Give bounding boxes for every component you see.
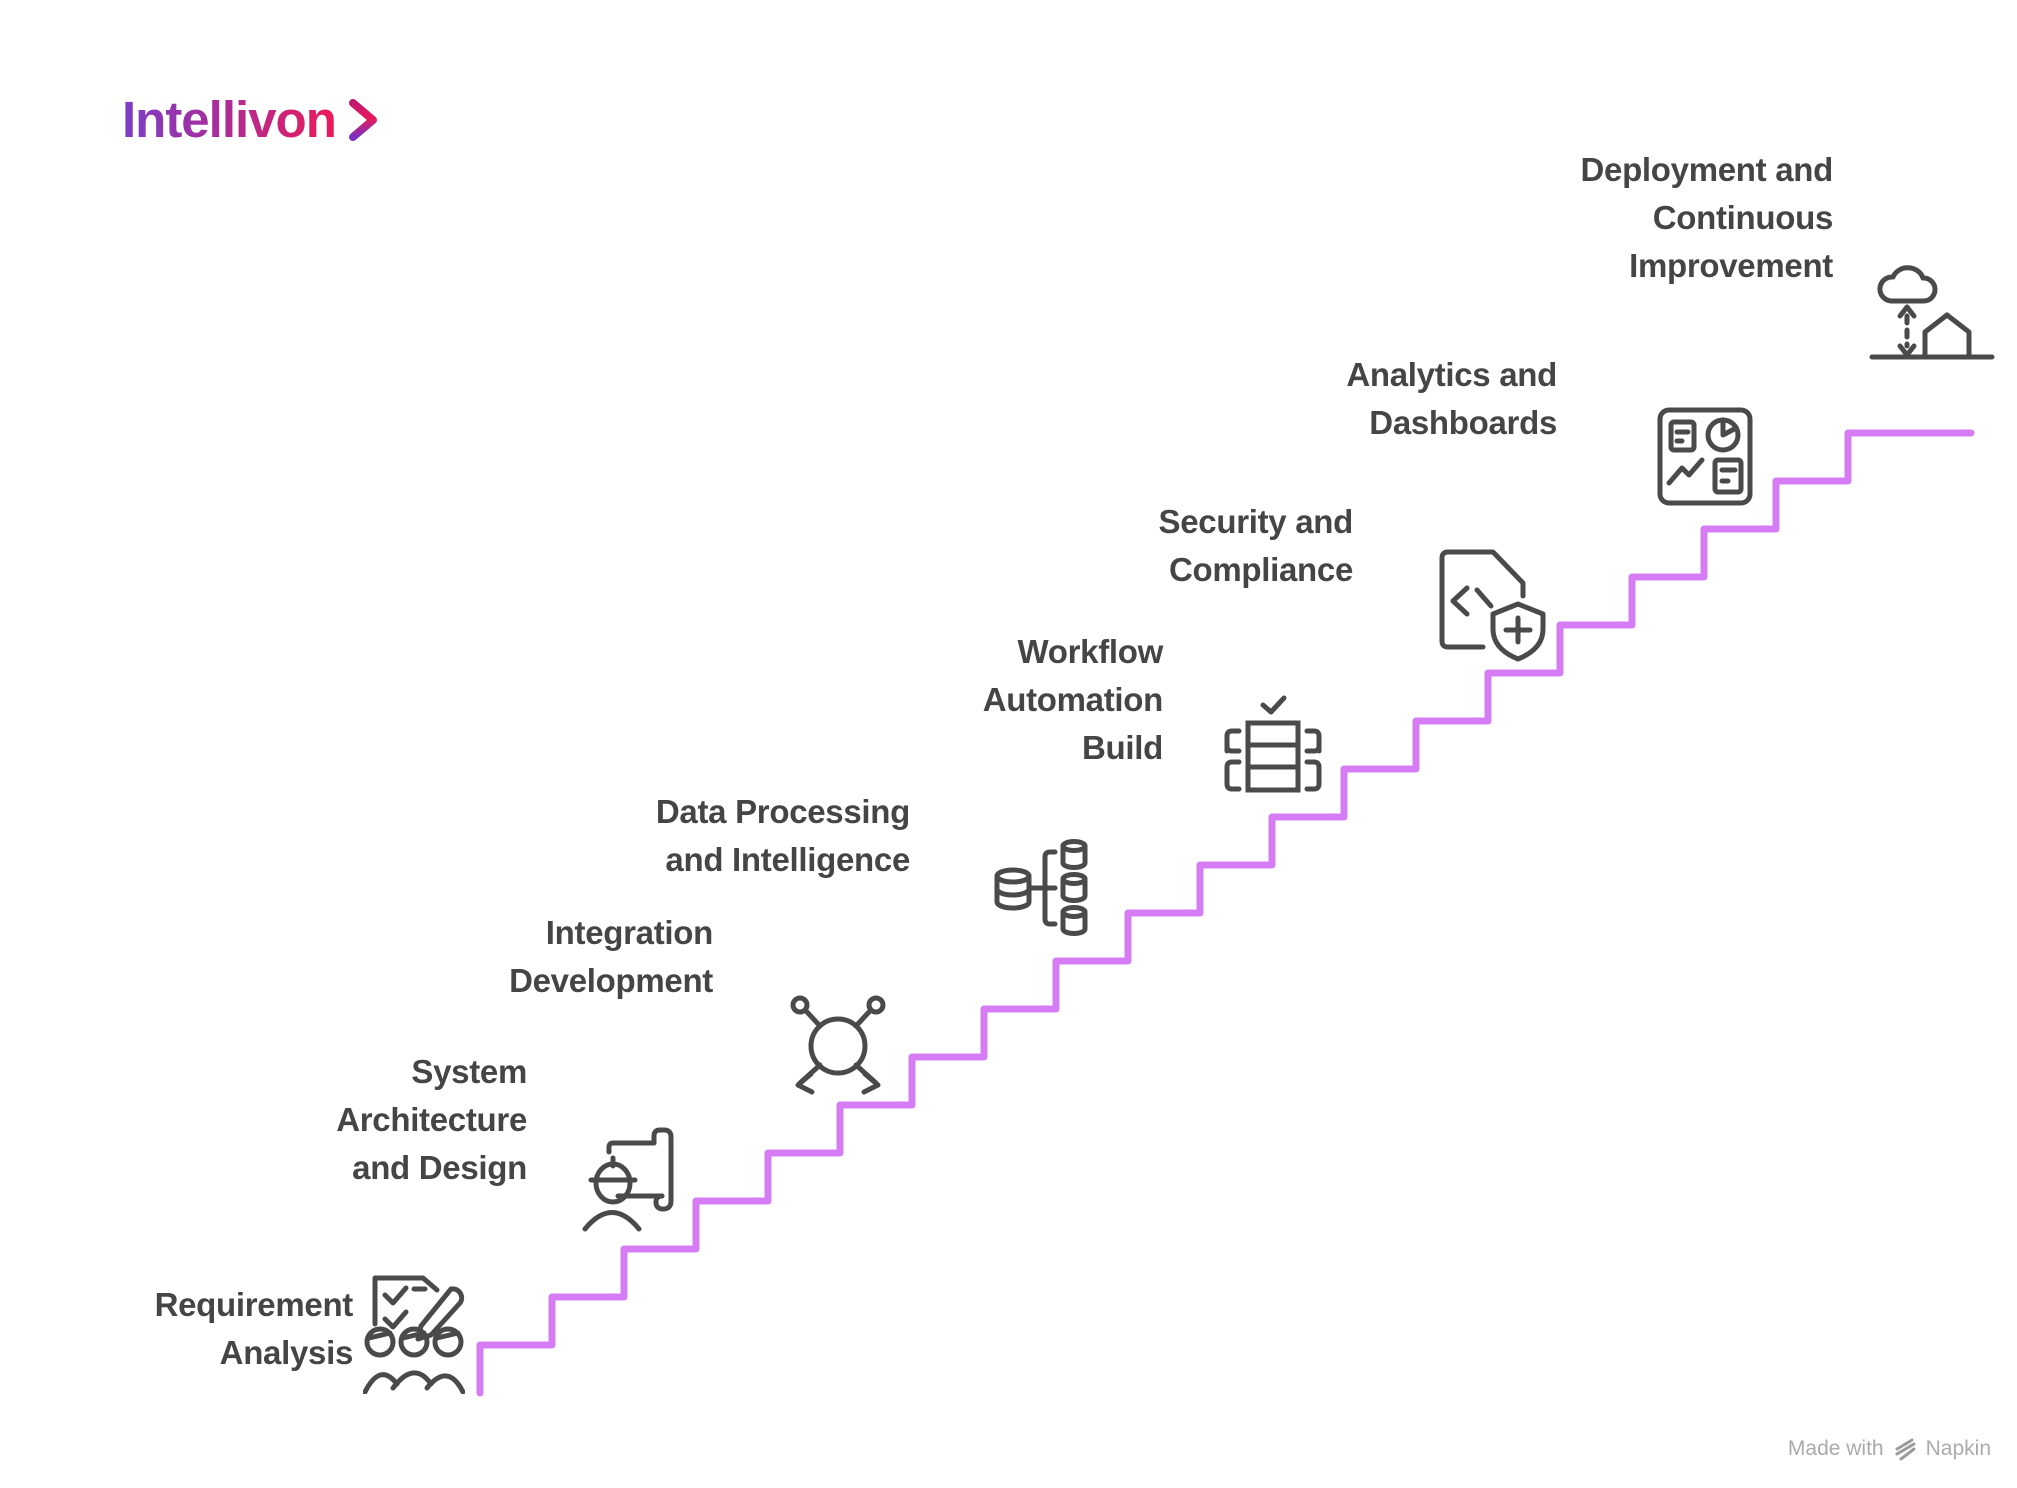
step-label-system-architecture: System Architecture and Design <box>336 1053 527 1186</box>
made-with-text: Made with <box>1787 1437 1884 1460</box>
brand-logo-text: Intellivon <box>122 91 337 148</box>
step-label-integration-development: Integration Development <box>509 914 713 999</box>
step-label-data-processing: Data Processing and Intelligence <box>655 793 910 878</box>
workflow-table-check-icon <box>1224 695 1322 793</box>
made-with-napkin: Made with Napkin <box>1788 1436 1991 1462</box>
brand-logo: Intellivon <box>122 94 382 145</box>
cloud-deployment-icon <box>1869 265 1995 360</box>
database-distribution-icon <box>994 839 1088 936</box>
step-label-analytics-dashboards: Analytics and Dashboards <box>1346 356 1557 441</box>
step-label-workflow-automation: Workflow Automation Build <box>982 633 1164 766</box>
brand-chevron-icon <box>348 98 377 141</box>
step-label-security-compliance: Security and Compliance <box>1158 503 1354 588</box>
napkin-brand-text: Napkin <box>1925 1437 1991 1460</box>
requirement-analysis-icon <box>363 1275 465 1394</box>
code-shield-icon <box>1439 549 1546 662</box>
analytics-dashboard-icon <box>1657 407 1753 506</box>
engineer-blueprint-icon <box>582 1127 674 1232</box>
napkin-logo-icon <box>1895 1438 1916 1461</box>
step-label-requirement-analysis: Requirement Analysis <box>154 1286 354 1371</box>
integration-hub-icon <box>790 995 886 1095</box>
step-label-deployment-improvement: Deployment and Continuous Improvement <box>1580 151 1833 284</box>
